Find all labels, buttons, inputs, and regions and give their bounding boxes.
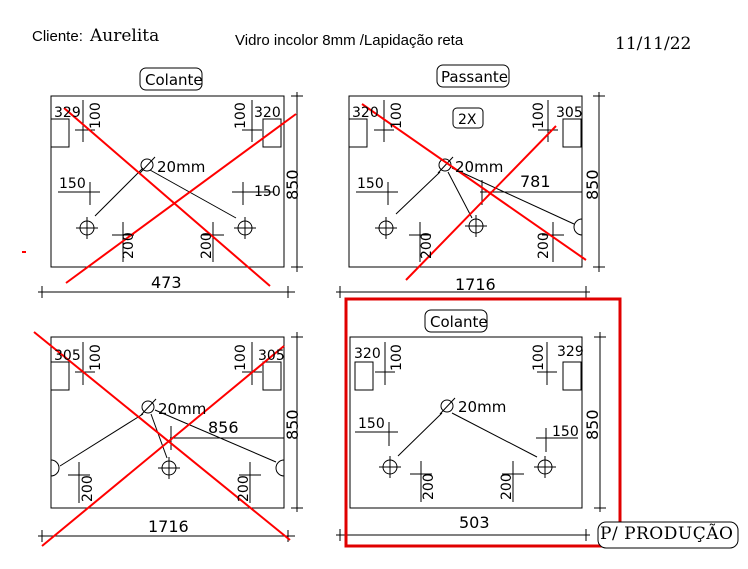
panel-3-labels: 305 305 100 100 200 200 20mm 856 850 171…	[54, 344, 302, 536]
panel-4-offset-bottom-left: 200	[421, 473, 437, 500]
panel-2-hole: 20mm	[455, 158, 503, 176]
panel-2-offset-bottom-left: 200	[419, 232, 435, 259]
panel-2-corner-right: 305	[556, 105, 583, 121]
panel-3-offset-bottom-right: 200	[236, 475, 252, 502]
panel-1-labels: Colante 329 320 100 100 150 150 200 200 …	[54, 71, 302, 292]
panel-4-highlight-frame	[344, 297, 622, 548]
panel-2-corner-left: 320	[352, 105, 379, 121]
panel-2-height: 850	[583, 169, 602, 200]
panel-3-offset-top-left: 100	[88, 344, 104, 371]
production-label-box	[597, 521, 739, 549]
panel-1-offset-bottom-left: 200	[121, 232, 137, 259]
panel-4-corner-right: 329	[557, 344, 584, 360]
panel-1-width: 473	[151, 273, 182, 292]
panel-3-hole: 20mm	[158, 400, 206, 418]
panel-4-height: 850	[583, 409, 602, 440]
panel-2-width: 1716	[455, 275, 496, 294]
panel-2-labels: Passante 2X 320 305 100 100 150 200 200 …	[352, 68, 602, 294]
panel-4	[336, 309, 606, 541]
panel-3-height: 850	[283, 409, 302, 440]
panel-2-offset-bottom-right: 200	[536, 232, 552, 259]
panel-4-type: Colante	[430, 313, 488, 331]
order-date: 11/11/22	[615, 34, 692, 54]
client-label: Cliente:	[32, 28, 83, 45]
panel-1-offset-top-left: 100	[88, 102, 104, 129]
panel-1-offset-side-left: 150	[59, 176, 86, 192]
panel-2-inner: 781	[520, 172, 551, 191]
panel-4-offset-side-left: 150	[358, 416, 385, 432]
panel-1-cancel-mark	[63, 107, 297, 287]
panel-4-hole: 20mm	[458, 398, 506, 416]
client-name: Aurelita	[90, 26, 160, 46]
panel-1-offset-top-right: 100	[233, 102, 249, 129]
panel-2	[336, 64, 605, 298]
panel-2-offset-top-left: 100	[389, 102, 405, 129]
panel-4-offset-top-left: 100	[389, 344, 405, 371]
production-label: P/ PRODUÇÃO	[600, 524, 734, 544]
panel-2-offset-top-right: 100	[531, 102, 547, 129]
panel-1-corner-left: 329	[54, 105, 81, 121]
panel-3-offset-bottom-left: 200	[80, 475, 96, 502]
panel-4-width: 503	[459, 513, 490, 532]
panel-2-type: Passante	[441, 68, 508, 86]
panel-2-offset-side-left: 150	[357, 176, 384, 192]
panel-3-cancel-mark	[33, 331, 291, 547]
panel-2-cancel-mark	[361, 103, 587, 281]
panel-1-corner-right: 320	[254, 105, 281, 121]
panel-4-corner-left: 320	[354, 346, 381, 362]
panel-4-offset-top-right: 100	[531, 344, 547, 371]
panel-3-corner-left: 305	[54, 348, 81, 364]
panel-1-hole: 20mm	[157, 158, 205, 176]
panel-1-offset-side-right: 150	[254, 184, 281, 200]
panel-1-offset-bottom-right: 200	[199, 232, 215, 259]
panel-4-offset-bottom-right: 200	[499, 473, 515, 500]
panel-4-labels: Colante 320 329 100 100 150 150 200 200 …	[354, 313, 602, 532]
panel-3-offset-top-right: 100	[233, 344, 249, 371]
panel-4-offset-side-right: 150	[552, 424, 579, 440]
panel-3-width: 1716	[148, 517, 189, 536]
panel-3-inner: 856	[208, 418, 239, 437]
panel-2-quantity: 2X	[458, 112, 477, 128]
panel-1	[38, 67, 303, 298]
panel-3-corner-right: 305	[258, 348, 285, 364]
panel-1-height: 850	[283, 169, 302, 200]
panel-1-type: Colante	[145, 71, 203, 89]
glass-spec: Vidro incolor 8mm /Lapidação reta	[235, 32, 464, 49]
panel-3	[38, 332, 303, 542]
